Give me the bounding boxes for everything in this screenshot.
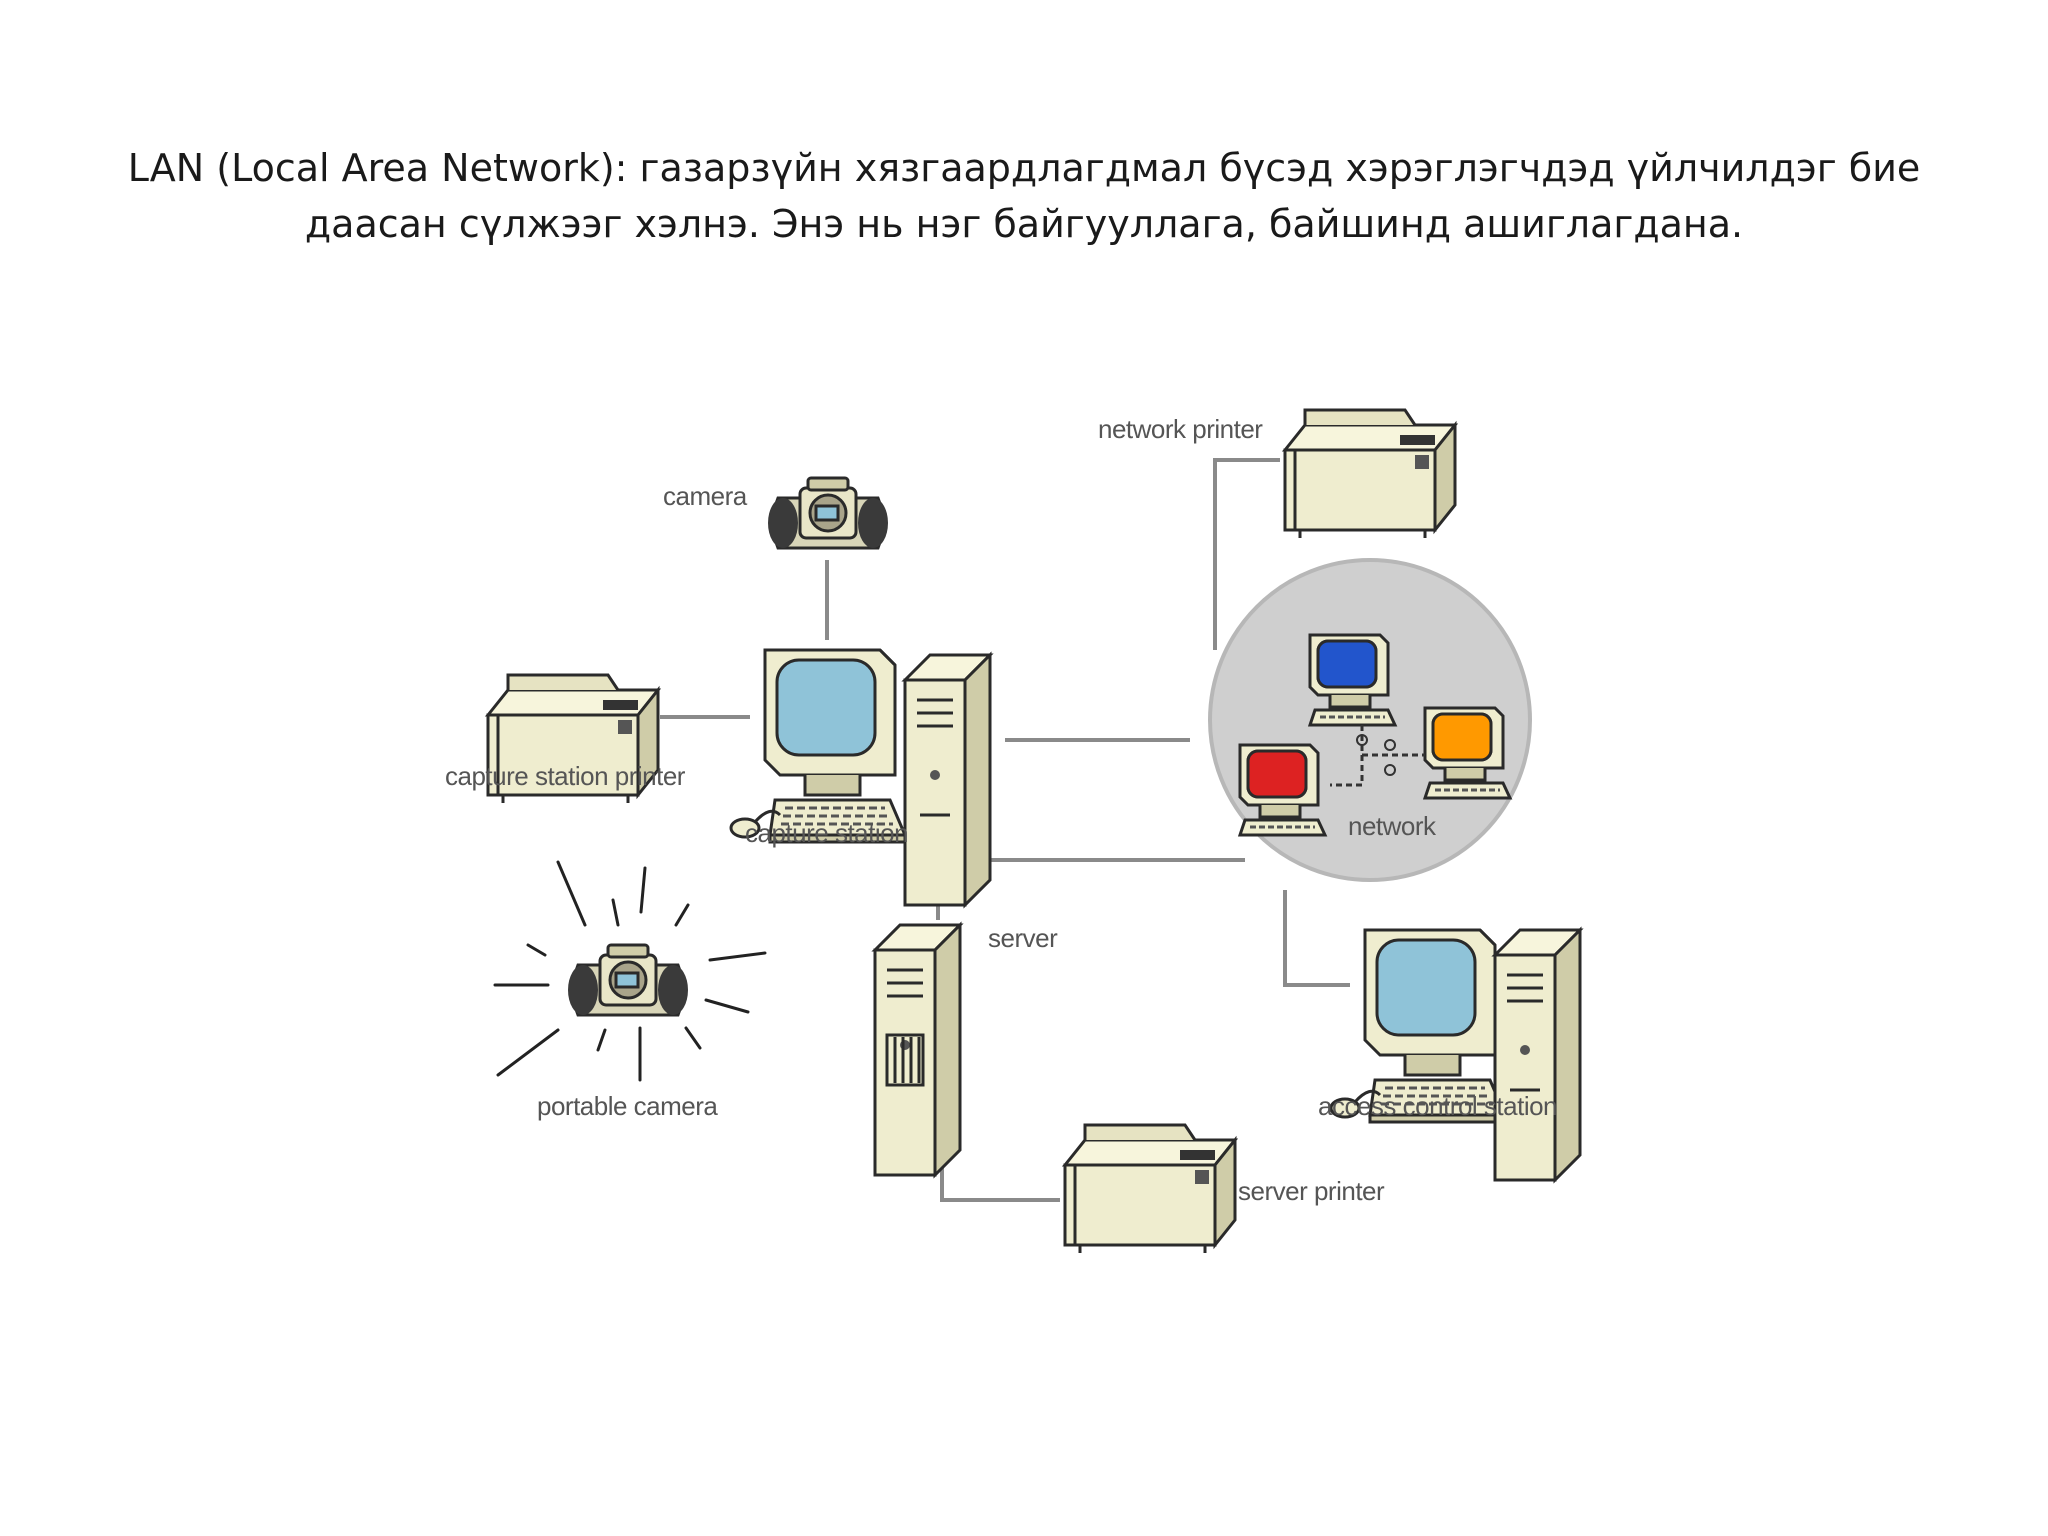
label-network: network <box>1348 811 1437 841</box>
label-server: server <box>988 923 1058 953</box>
capture-station-tower <box>903 653 992 907</box>
wire-access-control <box>1283 890 1350 987</box>
server-printer-device <box>1063 1123 1237 1255</box>
portable-camera-rays <box>493 860 767 1082</box>
access-control-tower <box>1493 928 1582 1182</box>
network-printer-device <box>1283 408 1457 540</box>
title-line-2: даасан сүлжээг хэлнэ. Энэ нь нэг байгуул… <box>304 202 1744 246</box>
slide-title: LAN (Local Area Network): газарзүйн хязг… <box>110 140 1938 252</box>
camera-device <box>766 476 890 550</box>
label-server-printer: server printer <box>1238 1176 1385 1206</box>
label-capture-station: capture station <box>745 818 908 848</box>
title-line-1: LAN (Local Area Network): газарзүйн хязг… <box>127 146 1921 190</box>
wire-network-printer <box>1213 458 1280 650</box>
network-cloud <box>1208 558 1532 882</box>
label-capture-station-printer: capture station printer <box>445 761 686 791</box>
label-camera: camera <box>663 481 748 511</box>
label-portable-camera: portable camera <box>537 1091 718 1121</box>
capture-station-monitor <box>729 648 907 844</box>
server-tower <box>873 923 962 1177</box>
portable-camera-device <box>493 860 767 1082</box>
label-network-printer: network printer <box>1098 414 1263 444</box>
label-access-control-station: access control station <box>1318 1091 1557 1121</box>
